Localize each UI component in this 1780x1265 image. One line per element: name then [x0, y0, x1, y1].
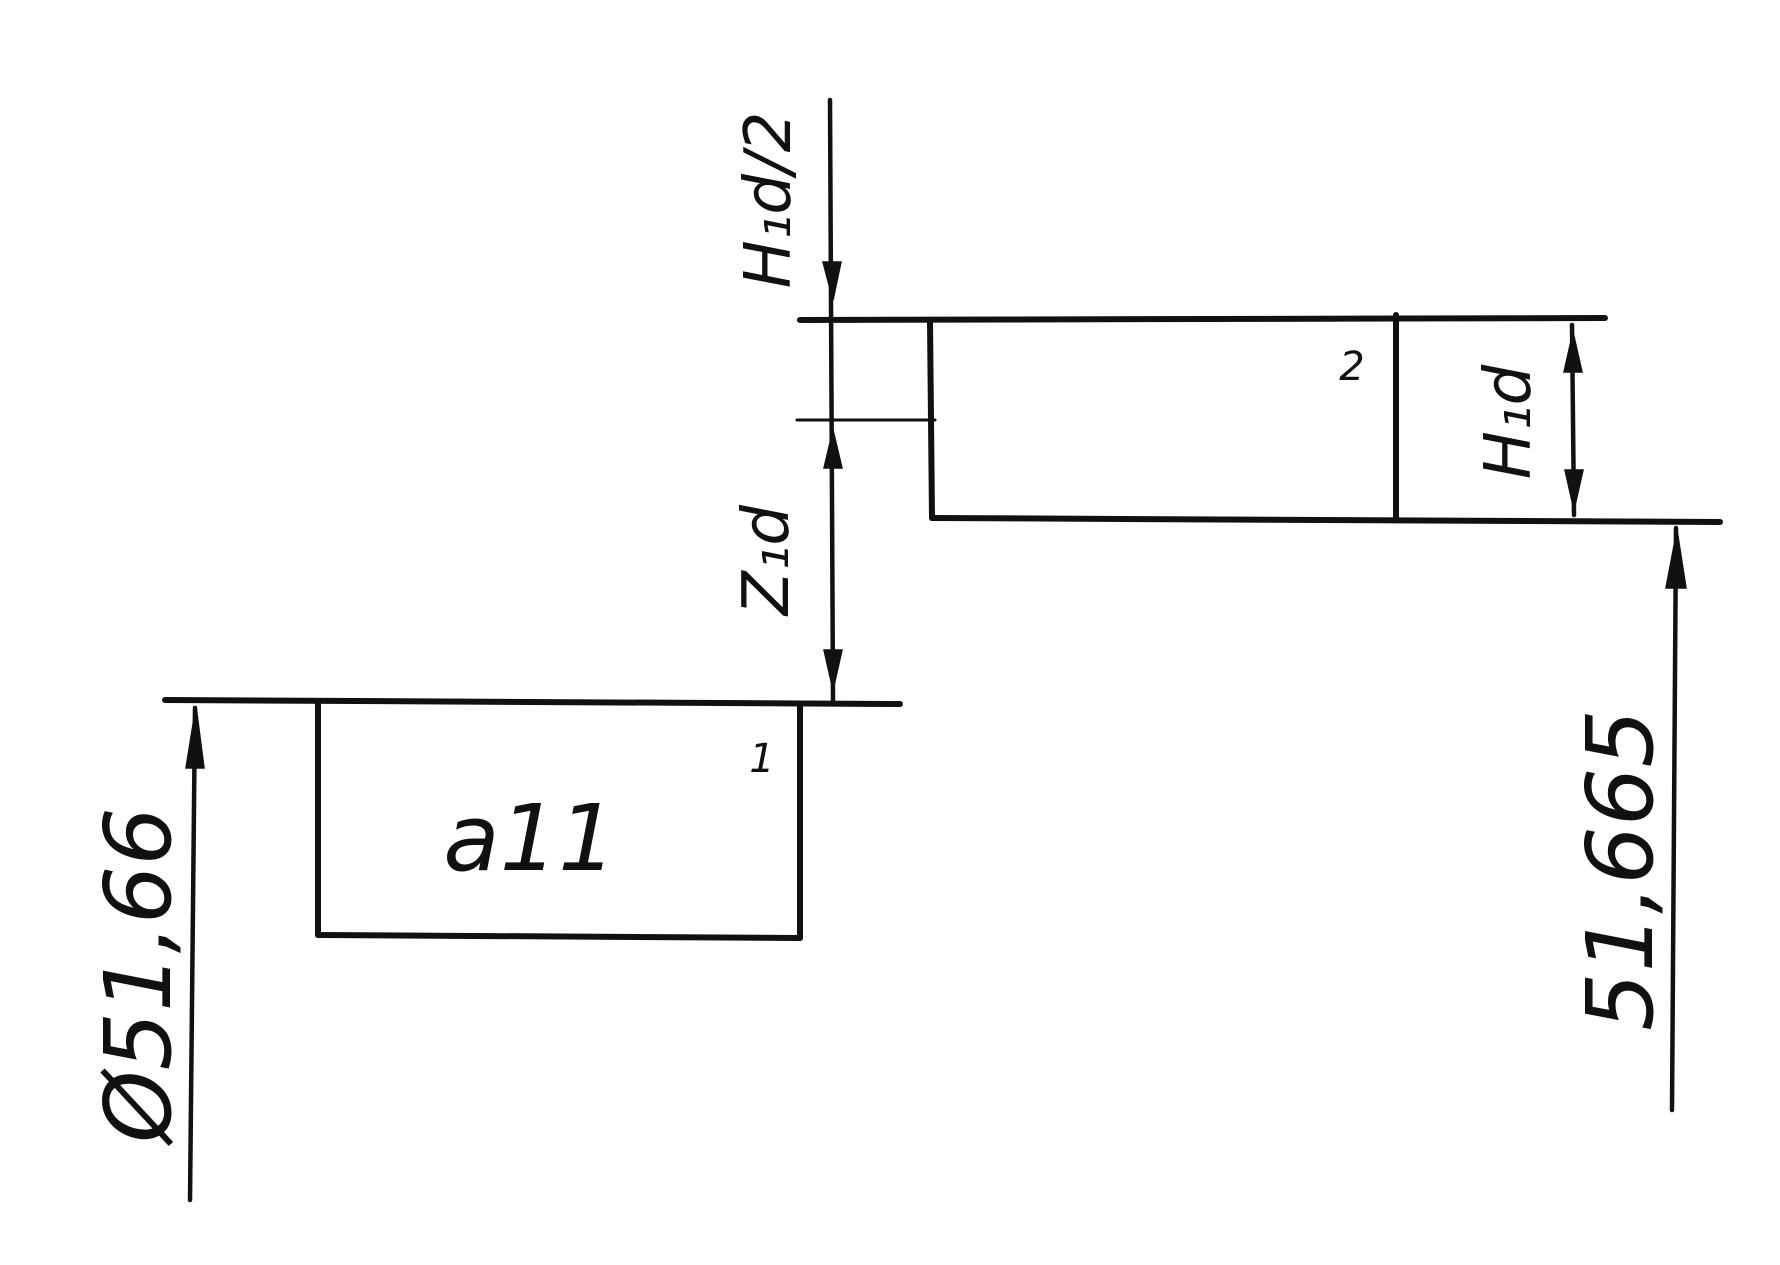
field2-left-side [927, 319, 935, 521]
zid-label: Z₁d [730, 505, 804, 618]
right-size-label: 51,665 [1567, 709, 1674, 1031]
hid-label: H₁d [1472, 364, 1546, 479]
field1-marker: 1 [749, 736, 774, 782]
hid-half-label: H₁d/2 [732, 112, 806, 289]
zid-down-arrowhead [823, 649, 843, 691]
hid-down-arrowhead [1564, 469, 1584, 511]
upper-boundary-line [797, 315, 1608, 323]
field1-bottom-side [315, 932, 803, 941]
field2-bottom-line [929, 515, 1723, 525]
left-size-arrow-line [187, 705, 198, 1203]
right-size-arrowhead [1665, 529, 1687, 589]
left-size-label: Ø51,66 [85, 807, 192, 1147]
hid-half-arrowhead [822, 261, 842, 301]
right-size-arrow-line [1669, 525, 1679, 1113]
field1-top-line [162, 697, 903, 707]
dim-chain-vertical [827, 97, 836, 703]
field2-marker: 2 [1339, 344, 1364, 390]
left-size-arrowhead [185, 705, 205, 769]
hid-up-arrowhead [1563, 331, 1583, 373]
zid-up-arrowhead [823, 429, 843, 469]
field1-tolerance-label: a11 [443, 785, 616, 892]
